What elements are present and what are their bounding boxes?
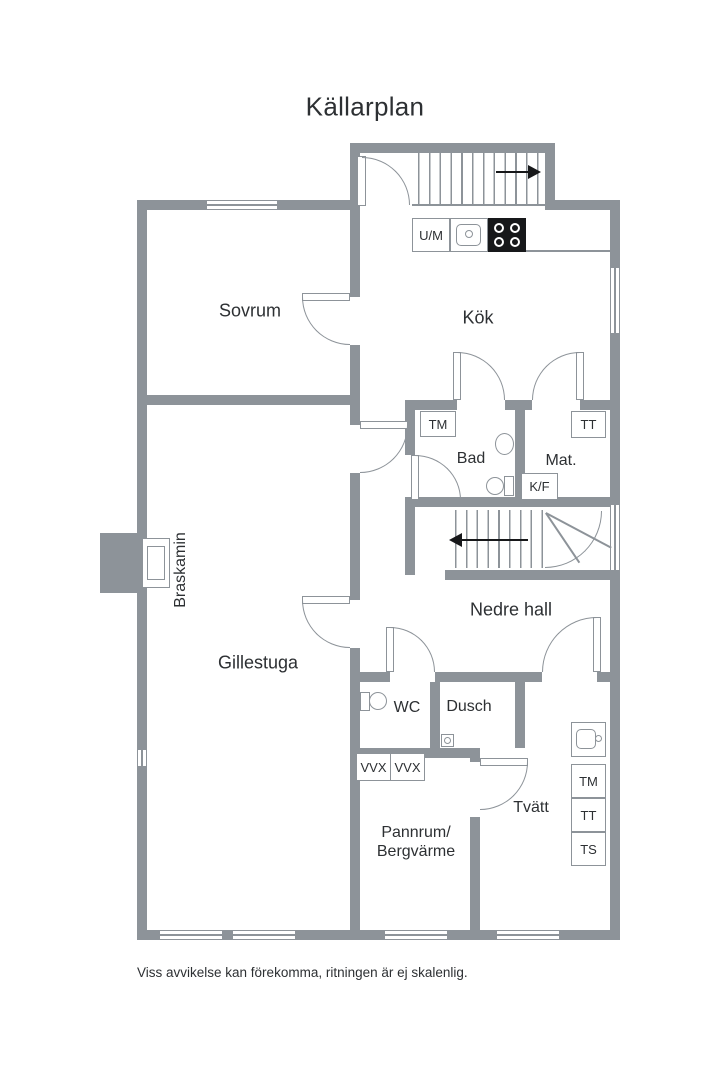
wall-segment [515,682,525,748]
wall-segment [470,817,480,940]
burner-icon [494,223,504,233]
door-arc [542,617,597,672]
door-arc [457,352,505,400]
wall-segment [350,143,555,153]
wall-segment [350,473,360,600]
shower-drain-dot-icon [444,737,451,744]
stairs-direction-line [462,539,528,542]
room-label-gillestuga: Gillestuga [217,652,299,673]
wall-segment [405,410,415,455]
wall-segment [545,143,555,210]
sink-basin-icon [576,729,596,749]
burner-icon [494,237,504,247]
room-label-sovrum: Sovrum [218,300,282,321]
wall-segment [597,672,620,682]
room-label-bad: Bad [456,450,486,467]
door-arc [360,425,408,473]
appliance-vvx-box: VVX [390,753,425,781]
appliance-tm-box: TM [420,411,456,437]
appliance-tt-box: TT [571,411,606,438]
sink-drain-icon [465,230,473,238]
room-label-wc: WC [393,699,421,716]
wall-segment [445,570,620,580]
toilet-bowl-icon [369,692,387,710]
wall-segment [470,748,480,762]
window [207,200,277,210]
window [233,930,295,940]
disclaimer-text: Viss avvikelse kan förekomma, ritningen … [137,965,468,980]
appliance-ts-box: TS [571,832,606,866]
wall-segment [515,410,525,505]
wall-segment [137,930,620,940]
window [385,930,447,940]
door-arc [362,157,410,205]
burner-icon [510,237,520,247]
room-label-dusch: Dusch [446,698,492,715]
room-label-pannrum-line2: Bergvärme [376,843,456,860]
room-label-braskamin: Braskamin [172,532,189,608]
burner-icon [510,223,520,233]
room-label-mat: Mat. [545,452,577,469]
chimney-bump [100,533,145,593]
sink-tap-icon [595,735,602,742]
room-label-tvatt: Tvätt [513,799,549,816]
appliance-kf-box: K/F [521,473,558,500]
room-label-pannrum-line1: Pannrum/ [381,824,451,841]
appliance-tm-box: TM [571,764,606,798]
appliance-vvx-box: VVX [356,753,391,781]
stair-edge-line [412,204,546,206]
wall-segment [545,200,620,210]
stove-icon [488,218,526,252]
wall-segment [405,400,457,410]
room-label-pannrum: Pannrum/ Bergvärme [377,823,455,861]
stairs-down-arrow-icon [449,533,462,547]
door-arc [302,600,350,648]
appliance-um-box: U/M [412,218,450,252]
stair-winder-curve [545,511,602,568]
wall-segment [580,400,620,410]
wall-segment [350,672,390,682]
window [610,505,620,570]
wall-segment [430,682,440,748]
appliance-tt-box: TT [571,798,606,832]
window [160,930,222,940]
stairs-direction-line [496,171,528,174]
door-arc [532,352,580,400]
fireplace-inner-icon [147,546,165,580]
stair-treads [418,153,546,204]
wall-segment [435,672,542,682]
toilet-tank-icon [504,476,514,496]
wall-segment [147,395,350,405]
wall-segment [405,497,620,507]
bathroom-sink-icon [495,433,514,455]
wall-segment [505,400,532,410]
wall-segment [350,648,360,940]
window [610,268,620,333]
door-arc [415,455,461,500]
counter-edge-line [526,250,610,252]
wall-segment [350,345,360,425]
room-label-kok: Kök [462,307,494,328]
plan-title: Källarplan [305,91,425,122]
window [497,930,559,940]
wall-segment [405,497,415,575]
toilet-bowl-icon [486,477,504,495]
door-arc [390,627,435,672]
wall-segment [350,143,360,210]
door-arc [302,297,350,345]
window [137,750,147,766]
room-label-nedre-hall: Nedre hall [469,599,553,620]
stairs-up-arrow-icon [528,165,541,179]
wall-segment [350,210,360,297]
